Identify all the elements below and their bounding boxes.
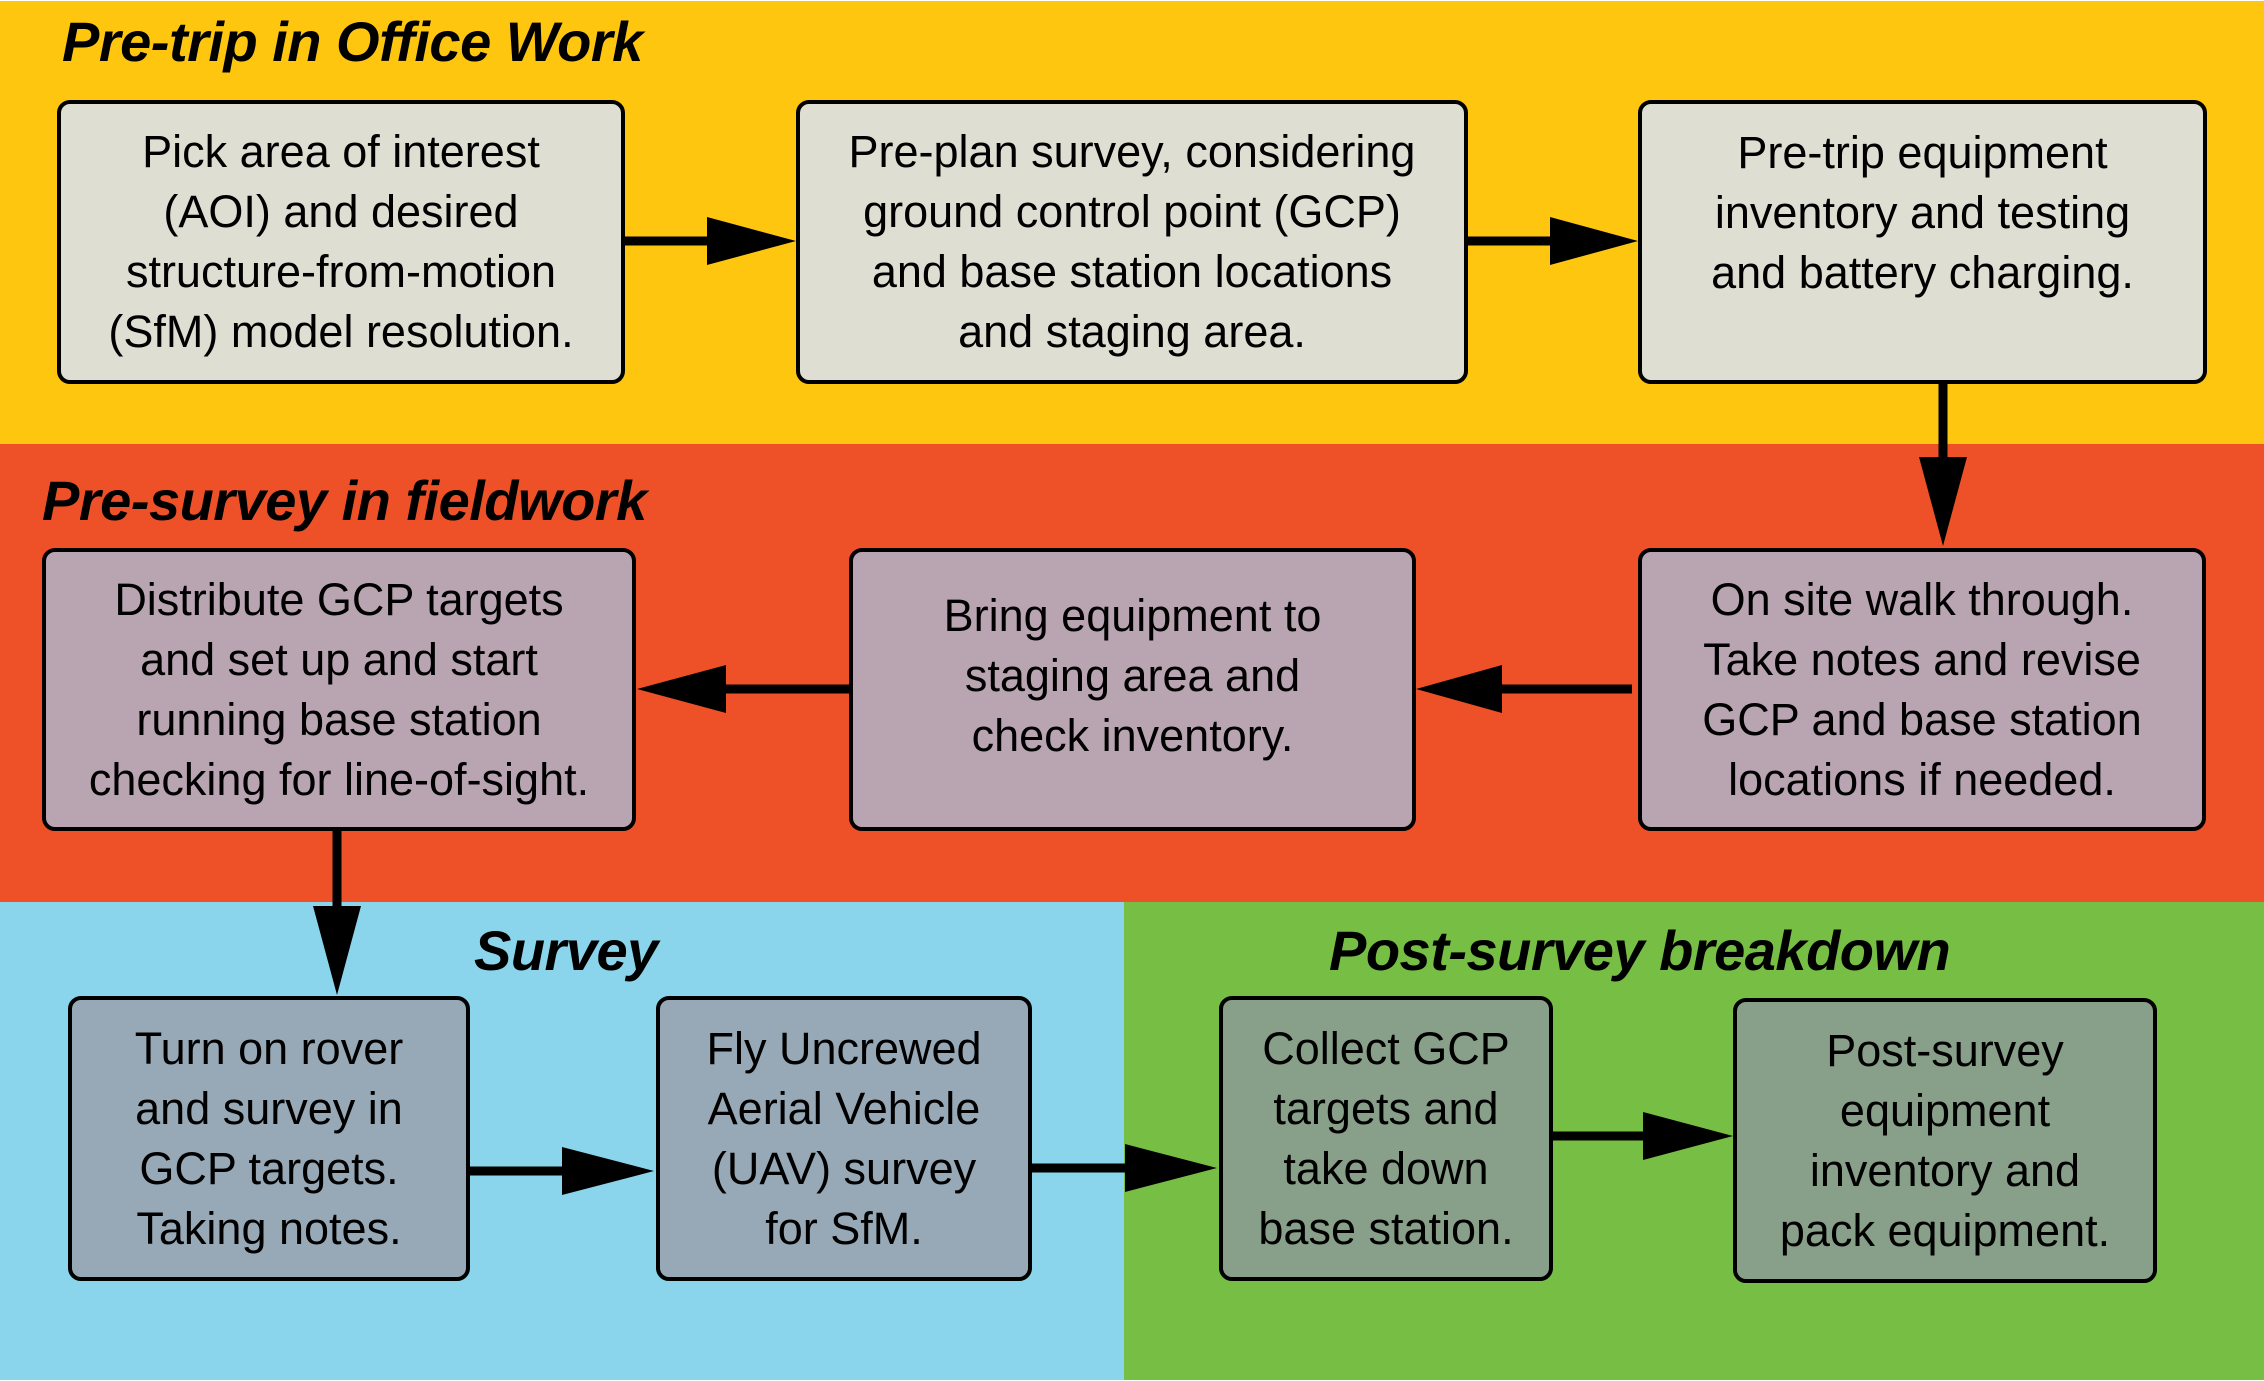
step-text: Pre-plan survey, considering ground cont… (848, 126, 1416, 357)
section-title-post-survey: Post-survey breakdown (1329, 919, 1951, 982)
step-text: On site walk through. Take notes and rev… (1702, 573, 2142, 805)
step-text: Pick area of interest (AOI) and desired … (108, 126, 574, 357)
section-title-survey: Survey (474, 919, 658, 982)
step-box-pretrip-equipment: Pre-trip equipment inventory and testing… (1638, 100, 2207, 384)
step-box-preplan-survey: Pre-plan survey, considering ground cont… (796, 100, 1468, 384)
step-text: Turn on rover and survey in GCP targets.… (134, 1022, 404, 1254)
step-box-collect-gcp: Collect GCP targets and take down base s… (1219, 996, 1553, 1281)
step-text: Collect GCP targets and take down base s… (1258, 1022, 1514, 1254)
step-text: Post-survey equipment inventory and pack… (1779, 1024, 2111, 1256)
step-box-post-survey-inventory: Post-survey equipment inventory and pack… (1733, 998, 2157, 1283)
step-text: Distribute GCP targets and set up and st… (88, 573, 590, 805)
section-title-pretrip: Pre-trip in Office Work (62, 10, 643, 73)
step-box-pick-aoi: Pick area of interest (AOI) and desired … (57, 100, 625, 384)
section-title-presurvey: Pre-survey in fieldwork (42, 469, 647, 532)
step-text: Fly Uncrewed Aerial Vehicle (UAV) survey… (706, 1022, 982, 1254)
step-box-bring-equipment: Bring equipment to staging area and chec… (849, 548, 1416, 831)
step-box-onsite-walkthrough: On site walk through. Take notes and rev… (1638, 548, 2206, 831)
step-text: Bring equipment to staging area and chec… (943, 589, 1322, 761)
step-text: Pre-trip equipment inventory and testing… (1711, 127, 2134, 298)
step-box-fly-uav: Fly Uncrewed Aerial Vehicle (UAV) survey… (656, 996, 1032, 1281)
step-box-turn-on-rover: Turn on rover and survey in GCP targets.… (68, 996, 470, 1281)
step-box-distribute-gcp: Distribute GCP targets and set up and st… (42, 548, 636, 831)
